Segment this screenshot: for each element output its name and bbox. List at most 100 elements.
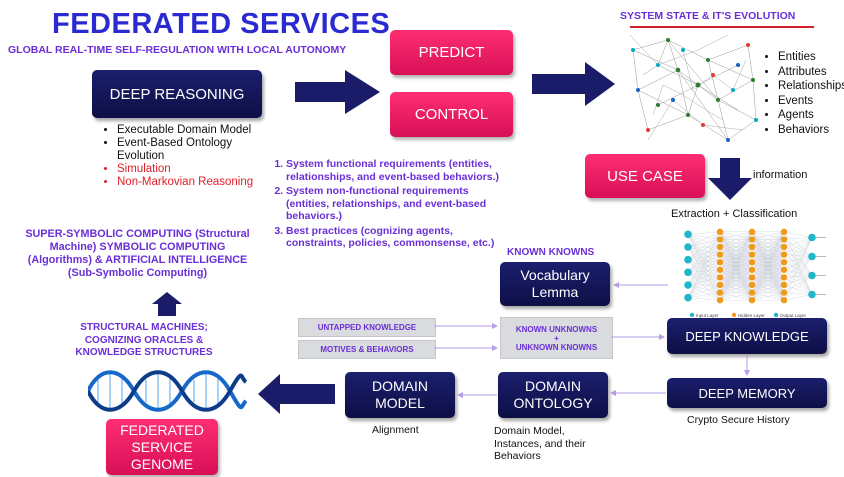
nn-connection [687, 231, 721, 286]
information-label: information [753, 169, 808, 181]
nn-node [716, 281, 724, 289]
nn-connection [719, 231, 753, 263]
extraction-label: Extraction + Classification [671, 208, 798, 220]
nn-connection [783, 239, 813, 257]
domain-ontology-box[interactable]: DOMAIN ONTOLOGY [498, 372, 608, 418]
domain-ontology-caption: Domain Model, Instances, and their Behav… [494, 425, 586, 462]
nn-connection [783, 246, 813, 257]
known-unknowns-box[interactable]: KNOWN UNKNOWNS + UNKNOWN KNOWNS [500, 317, 613, 359]
nn-node [716, 289, 724, 296]
untapped-knowledge-box[interactable]: UNTAPPED KNOWLEDGE [298, 318, 436, 337]
nn-connection [751, 231, 785, 240]
nn-connection [719, 231, 753, 255]
nn-node [748, 243, 756, 251]
arrow-to-genome [258, 374, 335, 414]
nn-connection [687, 239, 721, 286]
nn-connection [751, 262, 785, 301]
nn-node [748, 266, 756, 273]
block-arrows [152, 62, 752, 414]
nn-node [716, 243, 724, 251]
nn-connection [687, 254, 721, 273]
nn-connection [687, 269, 721, 298]
domain-model-box[interactable]: DOMAIN MODEL [345, 372, 455, 418]
nn-connection [719, 231, 753, 240]
nn-connection [751, 246, 785, 301]
page-subtitle: GLOBAL REAL-TIME SELF-REGULATION WITH LO… [8, 44, 347, 56]
genome-box[interactable]: FEDERATED SERVICE GENOME [106, 419, 218, 475]
crypto-history-label: Crypto Secure History [687, 414, 790, 426]
nn-connection [687, 292, 721, 298]
nn-connection [783, 256, 813, 301]
nn-connection [687, 272, 721, 286]
deep-reasoning-label: DEEP REASONING [109, 85, 245, 103]
arrow-to-system-state [532, 62, 615, 106]
legend-hidden-dot [731, 312, 737, 318]
bullet-simulation: Simulation [117, 163, 257, 176]
nn-connection [783, 231, 813, 257]
nn-connection [751, 292, 785, 301]
nn-connection [719, 231, 753, 286]
deep-knowledge-box[interactable]: DEEP KNOWLEDGE [667, 318, 827, 354]
use-case-box[interactable]: USE CASE [585, 154, 705, 198]
nn-connection [783, 254, 813, 257]
nn-connection [687, 277, 721, 286]
domain-model-line1: DOMAIN [372, 378, 428, 394]
structural-machines-text: STRUCTURAL MACHINES; COGNIZING ORACLES &… [75, 322, 213, 358]
requirements-list: System functional requirements (entities… [262, 158, 508, 252]
deep-reasoning-box[interactable]: DEEP REASONING [92, 70, 262, 118]
nn-connection [687, 231, 721, 260]
nn-node [748, 236, 756, 243]
nn-node [780, 243, 788, 251]
control-box[interactable]: CONTROL [390, 92, 513, 137]
nn-connection [687, 246, 721, 298]
genome-line2: SERVICE [131, 438, 193, 455]
motives-behaviors-box[interactable]: MOTIVES & BEHAVIORS [298, 340, 436, 359]
system-state-list: Entities Attributes Relationships Events… [764, 50, 844, 137]
nn-node [780, 259, 788, 266]
deep-memory-box[interactable]: DEEP MEMORY [667, 378, 827, 408]
vocabulary-box[interactable]: Vocabulary Lemma [500, 262, 610, 306]
alignment-label: Alignment [372, 424, 419, 436]
bullet-event-ontology: Event-Based Ontology Evolution [117, 137, 257, 163]
system-state-underline [630, 26, 814, 28]
deep-memory-label: DEEP MEMORY [698, 385, 796, 401]
requirement-functional: System functional requirements (entities… [286, 158, 508, 183]
nn-connection [783, 294, 813, 301]
nn-node [780, 281, 788, 289]
legend-input-text: Input Layer [696, 313, 719, 318]
domain-model-line2: MODEL [375, 395, 425, 411]
nn-node [808, 271, 816, 280]
nn-node [716, 236, 724, 243]
nn-connection [719, 284, 753, 301]
use-case-label: USE CASE [607, 167, 683, 185]
arrow-up-stem [158, 302, 176, 316]
nn-node [716, 228, 724, 235]
deep-reasoning-bullets: Executable Domain Model Event-Based Onto… [103, 124, 257, 189]
lemma-label: Lemma [531, 284, 579, 300]
domain-ontology-line1: DOMAIN [525, 378, 581, 394]
nn-node [716, 266, 724, 273]
nn-connection [783, 237, 813, 293]
nn-connection [719, 277, 753, 301]
legend-hidden-text: Hidden Layer [738, 313, 765, 318]
predict-box[interactable]: PREDICT [390, 30, 513, 75]
nn-connection [687, 239, 721, 298]
nn-connection [751, 254, 785, 301]
state-entities: Entities [778, 50, 844, 65]
nn-node [748, 274, 756, 281]
nn-connection [719, 262, 753, 301]
nn-connection [751, 231, 785, 248]
nn-connection [687, 254, 721, 298]
unknown-knowns-label: UNKNOWN KNOWNS [515, 342, 598, 352]
legend-output-dot [773, 312, 779, 318]
known-knowns-label: KNOWN KNOWNS [507, 247, 595, 258]
untapped-knowledge-label: UNTAPPED KNOWLEDGE [317, 323, 417, 332]
nn-connection [783, 237, 813, 270]
nn-connection [719, 231, 753, 248]
nn-node [748, 259, 756, 266]
control-label: CONTROL [414, 106, 489, 123]
nn-connection [751, 231, 785, 293]
nn-node [684, 243, 692, 251]
nn-connection [751, 231, 785, 270]
